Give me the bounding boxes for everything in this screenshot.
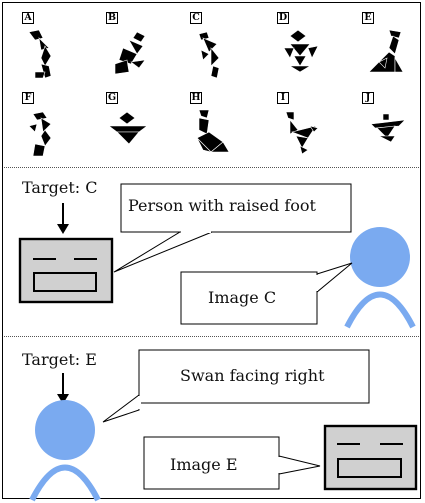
speech-text-human-1: Image C <box>208 288 277 307</box>
tangram-figure-b <box>114 31 146 75</box>
panel-letter-e: E <box>362 12 374 24</box>
robot-avatar-2 <box>323 424 418 491</box>
panel-letter-d: D <box>277 12 289 24</box>
speech-bubble-robot-2 <box>143 436 321 490</box>
speech-bubble-human-2 <box>102 349 370 423</box>
tangram-figure-i <box>285 111 319 155</box>
tangram-figure-d <box>283 29 319 73</box>
target-label-1: Target: C <box>22 178 98 197</box>
tangram-figure-c <box>198 31 220 79</box>
panel-letter-f: F <box>22 92 34 104</box>
divider-top <box>4 167 419 168</box>
target-arrow-2 <box>57 373 69 404</box>
target-label-2: Target: E <box>22 350 97 369</box>
panel-letter-g: G <box>106 92 118 104</box>
speech-text-human-2: Swan facing right <box>180 366 325 385</box>
tangram-figure-f <box>28 111 52 157</box>
panel-letter-b: B <box>106 12 118 24</box>
human-avatar-2 <box>29 400 101 502</box>
panel-letter-c: C <box>190 12 202 24</box>
panel-letter-h: H <box>190 92 202 104</box>
speech-bubble-human-1 <box>180 262 353 325</box>
speech-text-robot-1: Person with raised foot <box>128 196 316 215</box>
human-avatar-1 <box>344 227 416 329</box>
panel-letter-a: A <box>22 12 34 24</box>
figure-frame <box>2 2 421 499</box>
speech-bubble-robot-1 <box>113 183 352 273</box>
divider-bottom <box>4 336 419 337</box>
panel-letter-j: J <box>362 92 374 104</box>
target-arrow-1 <box>57 203 69 234</box>
robot-avatar-1 <box>18 237 114 304</box>
tangram-figure-j <box>370 113 406 143</box>
tangram-figure-h <box>196 109 230 153</box>
tangram-figure-e <box>368 29 404 73</box>
tangram-figure-a <box>28 29 52 79</box>
panel-letter-i: I <box>277 92 289 104</box>
speech-text-robot-2: Image E <box>170 455 238 474</box>
tangram-figure-g <box>108 111 148 145</box>
